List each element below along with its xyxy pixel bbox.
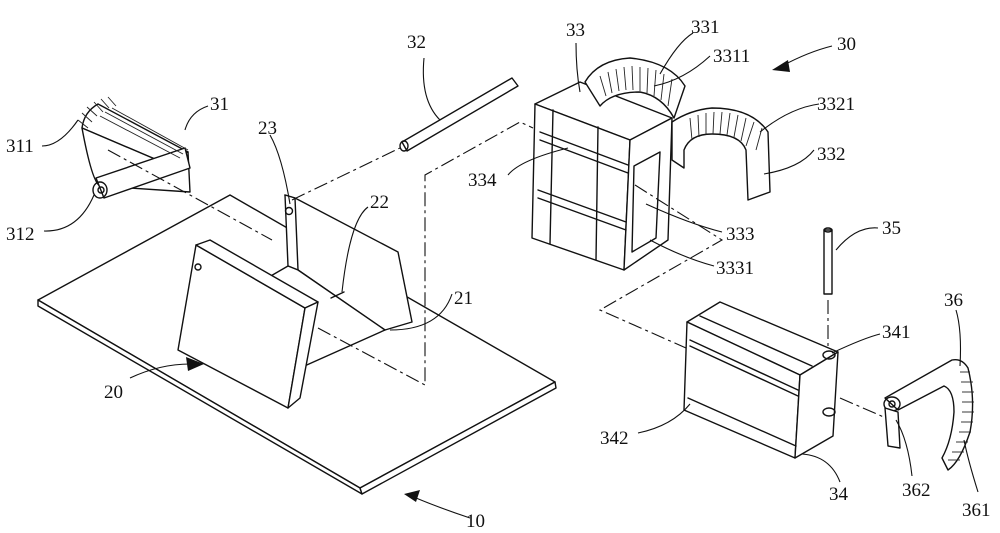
label-34: 34 [829, 484, 849, 505]
label-342: 342 [600, 428, 629, 449]
label-334: 334 [468, 170, 497, 191]
label-31: 31 [210, 94, 229, 115]
shaft [399, 77, 519, 152]
label-362: 362 [902, 480, 931, 501]
label-36: 36 [944, 290, 963, 311]
label-312: 312 [6, 224, 35, 245]
arrowheads [186, 60, 790, 502]
label-311: 311 [6, 136, 34, 157]
body-lower-teeth [689, 111, 763, 151]
bracket [177, 194, 413, 409]
label-35: 35 [882, 218, 901, 239]
label-32: 32 [407, 32, 426, 53]
label-3331: 3331 [716, 258, 754, 279]
label-333: 333 [726, 224, 755, 245]
block [683, 301, 839, 459]
pin [823, 227, 833, 295]
label-331: 331 [691, 17, 720, 38]
label-332: 332 [817, 144, 846, 165]
assembly-center-lines [107, 121, 887, 419]
reference-labels: 10 20 21 22 23 30 31 311 312 32 33 331 3… [6, 17, 991, 532]
label-33: 33 [566, 20, 585, 41]
label-3321: 3321 [817, 94, 855, 115]
left-clamp [77, 96, 191, 199]
label-3311: 3311 [713, 46, 750, 67]
label-30: 30 [837, 34, 856, 55]
right-clamp-teeth [948, 371, 974, 461]
label-10: 10 [466, 511, 485, 532]
body-upper-teeth [599, 65, 673, 107]
label-361: 361 [962, 500, 991, 521]
label-341: 341 [882, 322, 911, 343]
left-clamp-teeth [77, 96, 189, 159]
label-21: 21 [454, 288, 473, 309]
body-lower-arm [671, 107, 771, 201]
leader-lines [41, 32, 979, 519]
label-23: 23 [258, 118, 277, 139]
body-block [531, 81, 673, 271]
label-20: 20 [104, 382, 123, 403]
label-22: 22 [370, 192, 389, 213]
right-clamp [883, 358, 974, 471]
